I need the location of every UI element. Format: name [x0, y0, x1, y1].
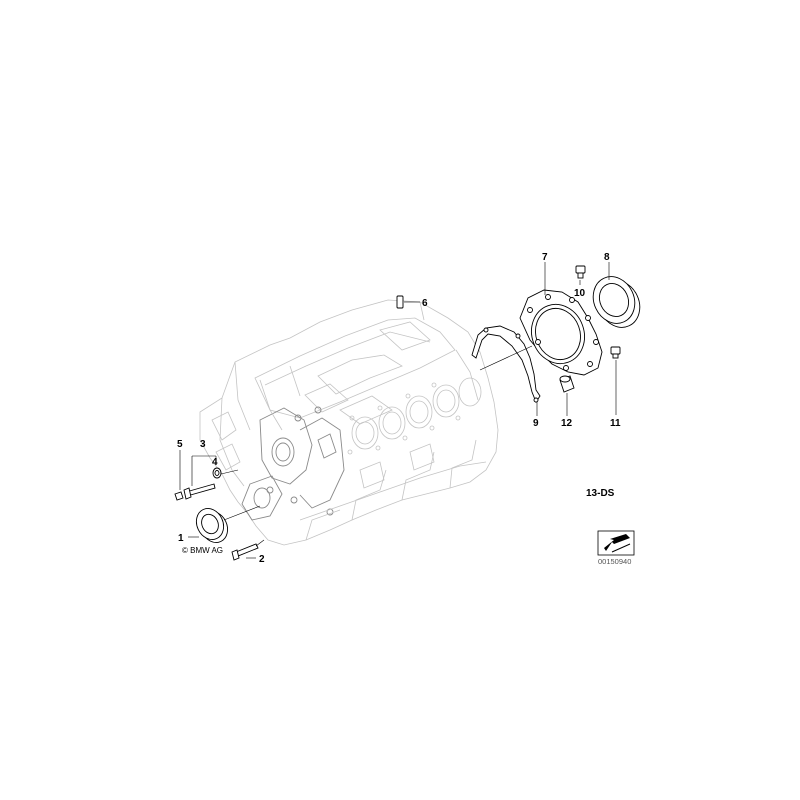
gasket-9: [471, 325, 541, 416]
end-cover-7: [519, 262, 603, 376]
callout-4: 4: [212, 457, 218, 468]
next-page-arrow-icon[interactable]: [597, 530, 635, 556]
engine-block: [199, 299, 499, 546]
callout-6: 6: [422, 298, 428, 309]
callout-10: 10: [574, 288, 586, 299]
washer-4: [212, 467, 239, 479]
shaft-seal-8: [592, 262, 641, 328]
document-number: 00150940: [598, 557, 631, 566]
bolt-2: [231, 539, 265, 561]
group-code: 13-DS: [586, 488, 615, 499]
callout-1: 1: [178, 533, 184, 544]
callout-5: 5: [177, 439, 183, 450]
bolt-5: [174, 450, 184, 501]
front-seal-1: [188, 505, 261, 543]
bolt-10: [575, 265, 586, 285]
assembly-leader: [479, 345, 533, 371]
copyright-notice: © BMW AG: [182, 546, 223, 555]
callout-3: 3: [200, 439, 206, 450]
bolt-11: [610, 346, 621, 415]
dowel-pin-6: [396, 295, 420, 309]
sleeve-12: [559, 375, 575, 416]
callout-9: 9: [533, 418, 539, 429]
callout-8: 8: [604, 252, 610, 263]
callout-12: 12: [561, 418, 573, 429]
callout-2: 2: [259, 554, 265, 565]
callout-11: 11: [610, 418, 621, 429]
callout-7: 7: [542, 252, 548, 263]
bolt-3: [183, 455, 217, 500]
